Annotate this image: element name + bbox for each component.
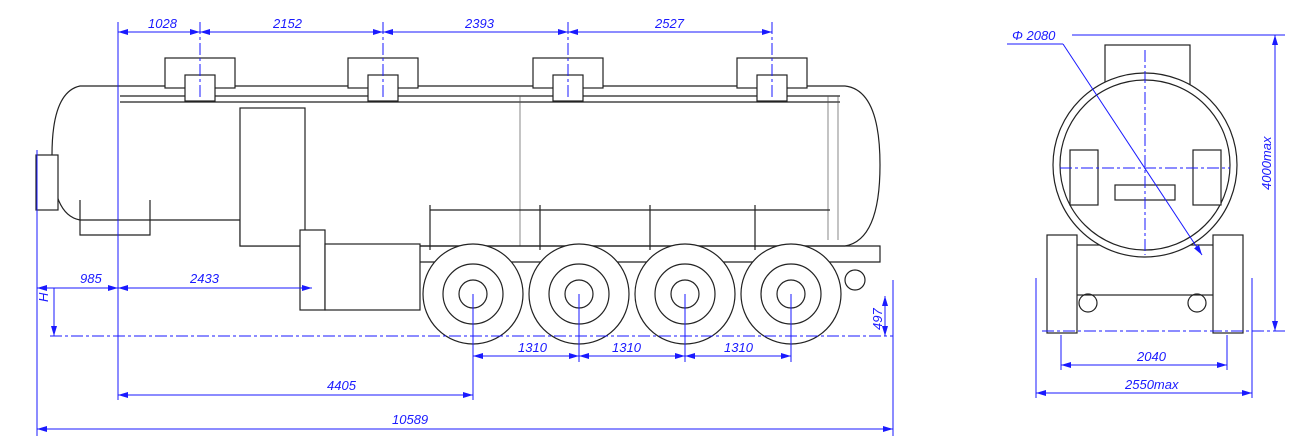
dim-2550max: 2550max bbox=[1124, 377, 1179, 392]
dim-1310-b: 1310 bbox=[612, 340, 642, 355]
front-support bbox=[79, 200, 151, 236]
toolbox bbox=[324, 243, 421, 311]
dim-1310-a: 1310 bbox=[518, 340, 548, 355]
dim-10589: 10589 bbox=[392, 412, 428, 427]
axle-hub-left bbox=[1078, 293, 1098, 313]
side-guard bbox=[429, 205, 830, 250]
rear-light-left bbox=[1069, 149, 1099, 206]
dim-4405: 4405 bbox=[327, 378, 357, 393]
rear-light bbox=[844, 269, 866, 291]
side-view-trailer bbox=[35, 57, 881, 345]
tank-body bbox=[51, 85, 881, 247]
dim-2527: 2527 bbox=[654, 16, 685, 31]
dim-2040: 2040 bbox=[1136, 349, 1167, 364]
dim-diameter-2080: Φ 2080 bbox=[1012, 28, 1056, 43]
dim-h: H bbox=[36, 292, 51, 302]
dim-4000max: 4000max bbox=[1259, 136, 1274, 190]
rear-view-dimensions: Φ 2080 4000max 2040 2550max bbox=[1007, 28, 1285, 398]
landing-gear bbox=[299, 229, 326, 311]
dim-2433: 2433 bbox=[189, 271, 220, 286]
dim-2393: 2393 bbox=[464, 16, 495, 31]
manhole-domes bbox=[164, 57, 808, 102]
tank-band bbox=[239, 107, 306, 247]
rear-light-right bbox=[1192, 149, 1222, 206]
dim-1310-c: 1310 bbox=[724, 340, 754, 355]
axle-hub-right bbox=[1187, 293, 1207, 313]
rear-wheel-left bbox=[1046, 234, 1078, 334]
side-view-dimensions: 1028 2152 2393 2527 985 2433 H 1310 1310… bbox=[36, 16, 894, 436]
rear-wheel-right bbox=[1212, 234, 1244, 334]
dim-1028: 1028 bbox=[148, 16, 178, 31]
front-box bbox=[35, 154, 59, 211]
dim-497: 497 bbox=[870, 308, 885, 330]
dim-985: 985 bbox=[80, 271, 102, 286]
wheels bbox=[422, 243, 842, 345]
dim-2152: 2152 bbox=[272, 16, 303, 31]
